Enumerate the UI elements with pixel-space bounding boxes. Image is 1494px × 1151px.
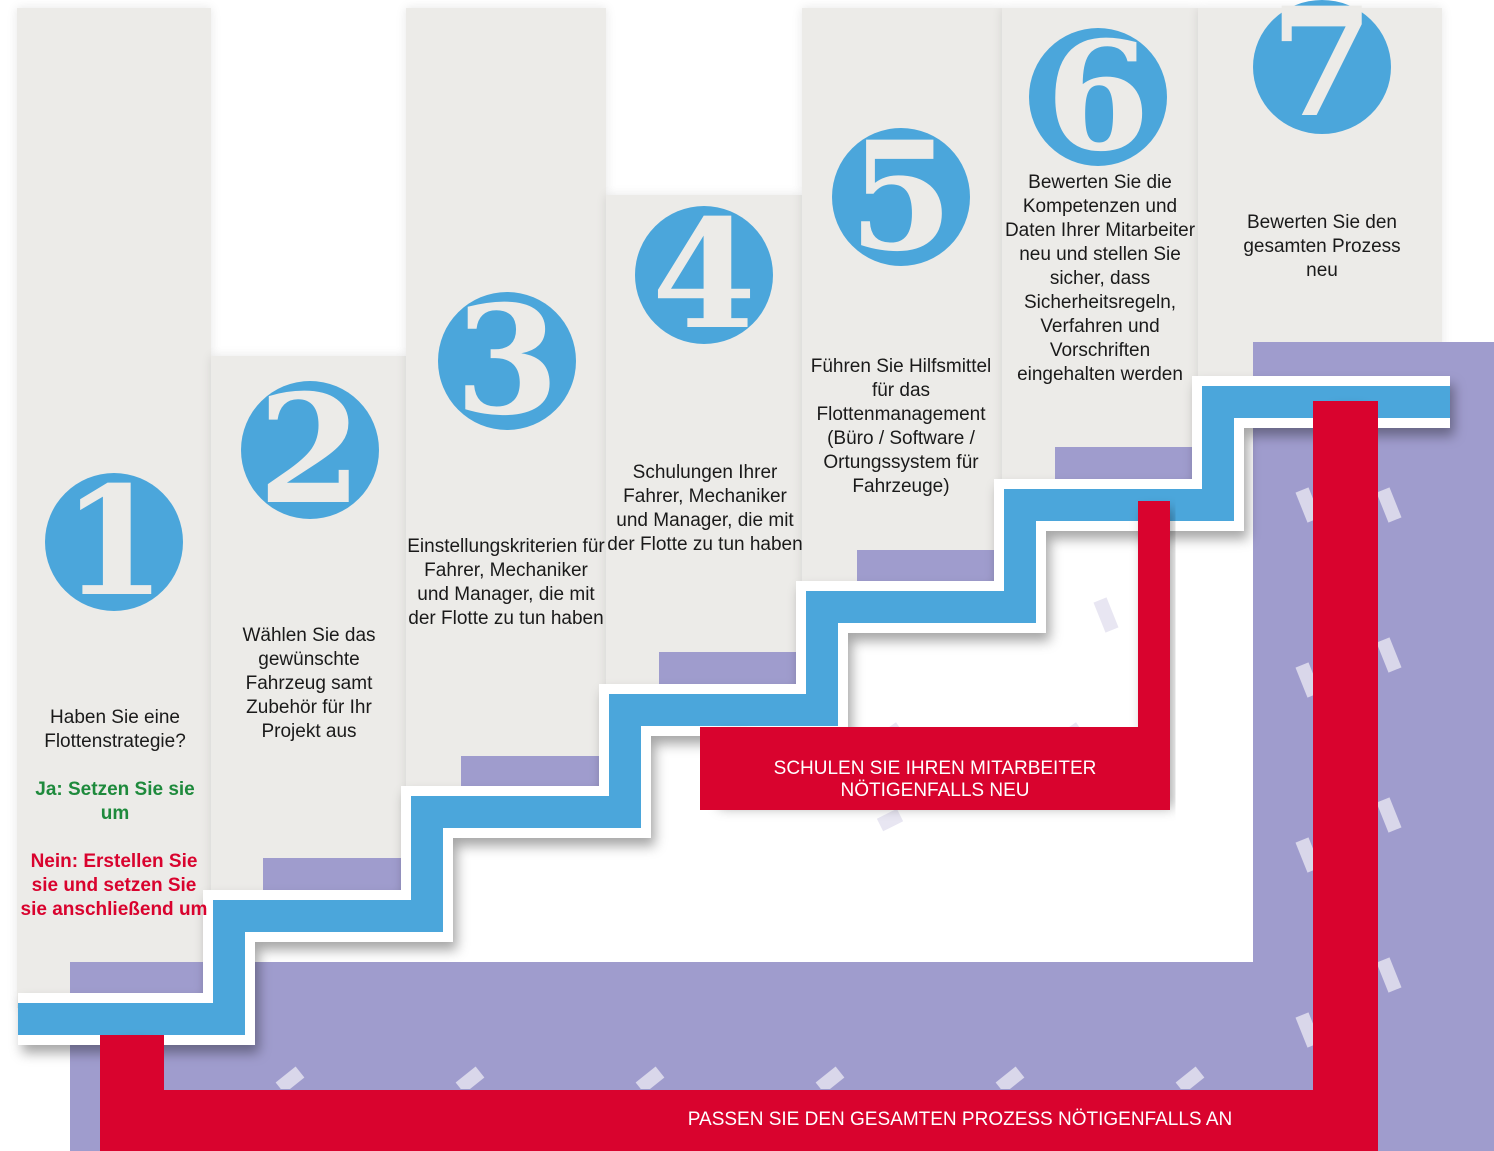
riser-5 <box>857 550 999 586</box>
step-1-no: Nein: Erstellen Sie sie und setzen Sie s… <box>20 851 208 920</box>
step-4-text: Schulungen Ihrer Fahrer, Mechaniker und … <box>607 462 803 555</box>
step-number-7: 7 <box>1253 0 1391 134</box>
step-number-2: 2 <box>241 375 379 525</box>
step-number-1: 1 <box>45 467 183 617</box>
step-1-question: Haben Sie eine Flottenstrategie? <box>44 707 186 752</box>
riser-7 <box>1253 342 1494 382</box>
step-number-4: 4 <box>635 200 773 350</box>
step-number-3: 3 <box>438 286 576 436</box>
dash-marks <box>275 487 1402 1094</box>
step-3-text: Einstellungskriterien für Fahrer, Mechan… <box>407 536 605 629</box>
step-number-5: 5 <box>832 122 970 272</box>
step-2-text: Wählen Sie das gewünschte Fahrzeug samt … <box>242 625 376 742</box>
step-7-text: Bewerten Sie den gesamten Prozess neu <box>1243 212 1401 281</box>
step-1-yes: Ja: Setzen Sie sie um <box>35 779 195 824</box>
step-number-6: 6 <box>1029 22 1167 172</box>
step-6-text: Bewerten Sie die Kompetenzen und Daten I… <box>1004 172 1196 385</box>
banner-retrain: SCHULEN SIE IHREN MITARBEITER NÖTIGENFAL… <box>773 758 1097 801</box>
banner-adjust: PASSEN SIE DEN GESAMTEN PROZESS NÖTIGENF… <box>687 1109 1233 1130</box>
step-5-text: Führen Sie Hilfsmittel für das Flottenma… <box>810 356 992 497</box>
riser-6 <box>1055 447 1197 483</box>
step-panel-5 <box>802 8 1002 598</box>
